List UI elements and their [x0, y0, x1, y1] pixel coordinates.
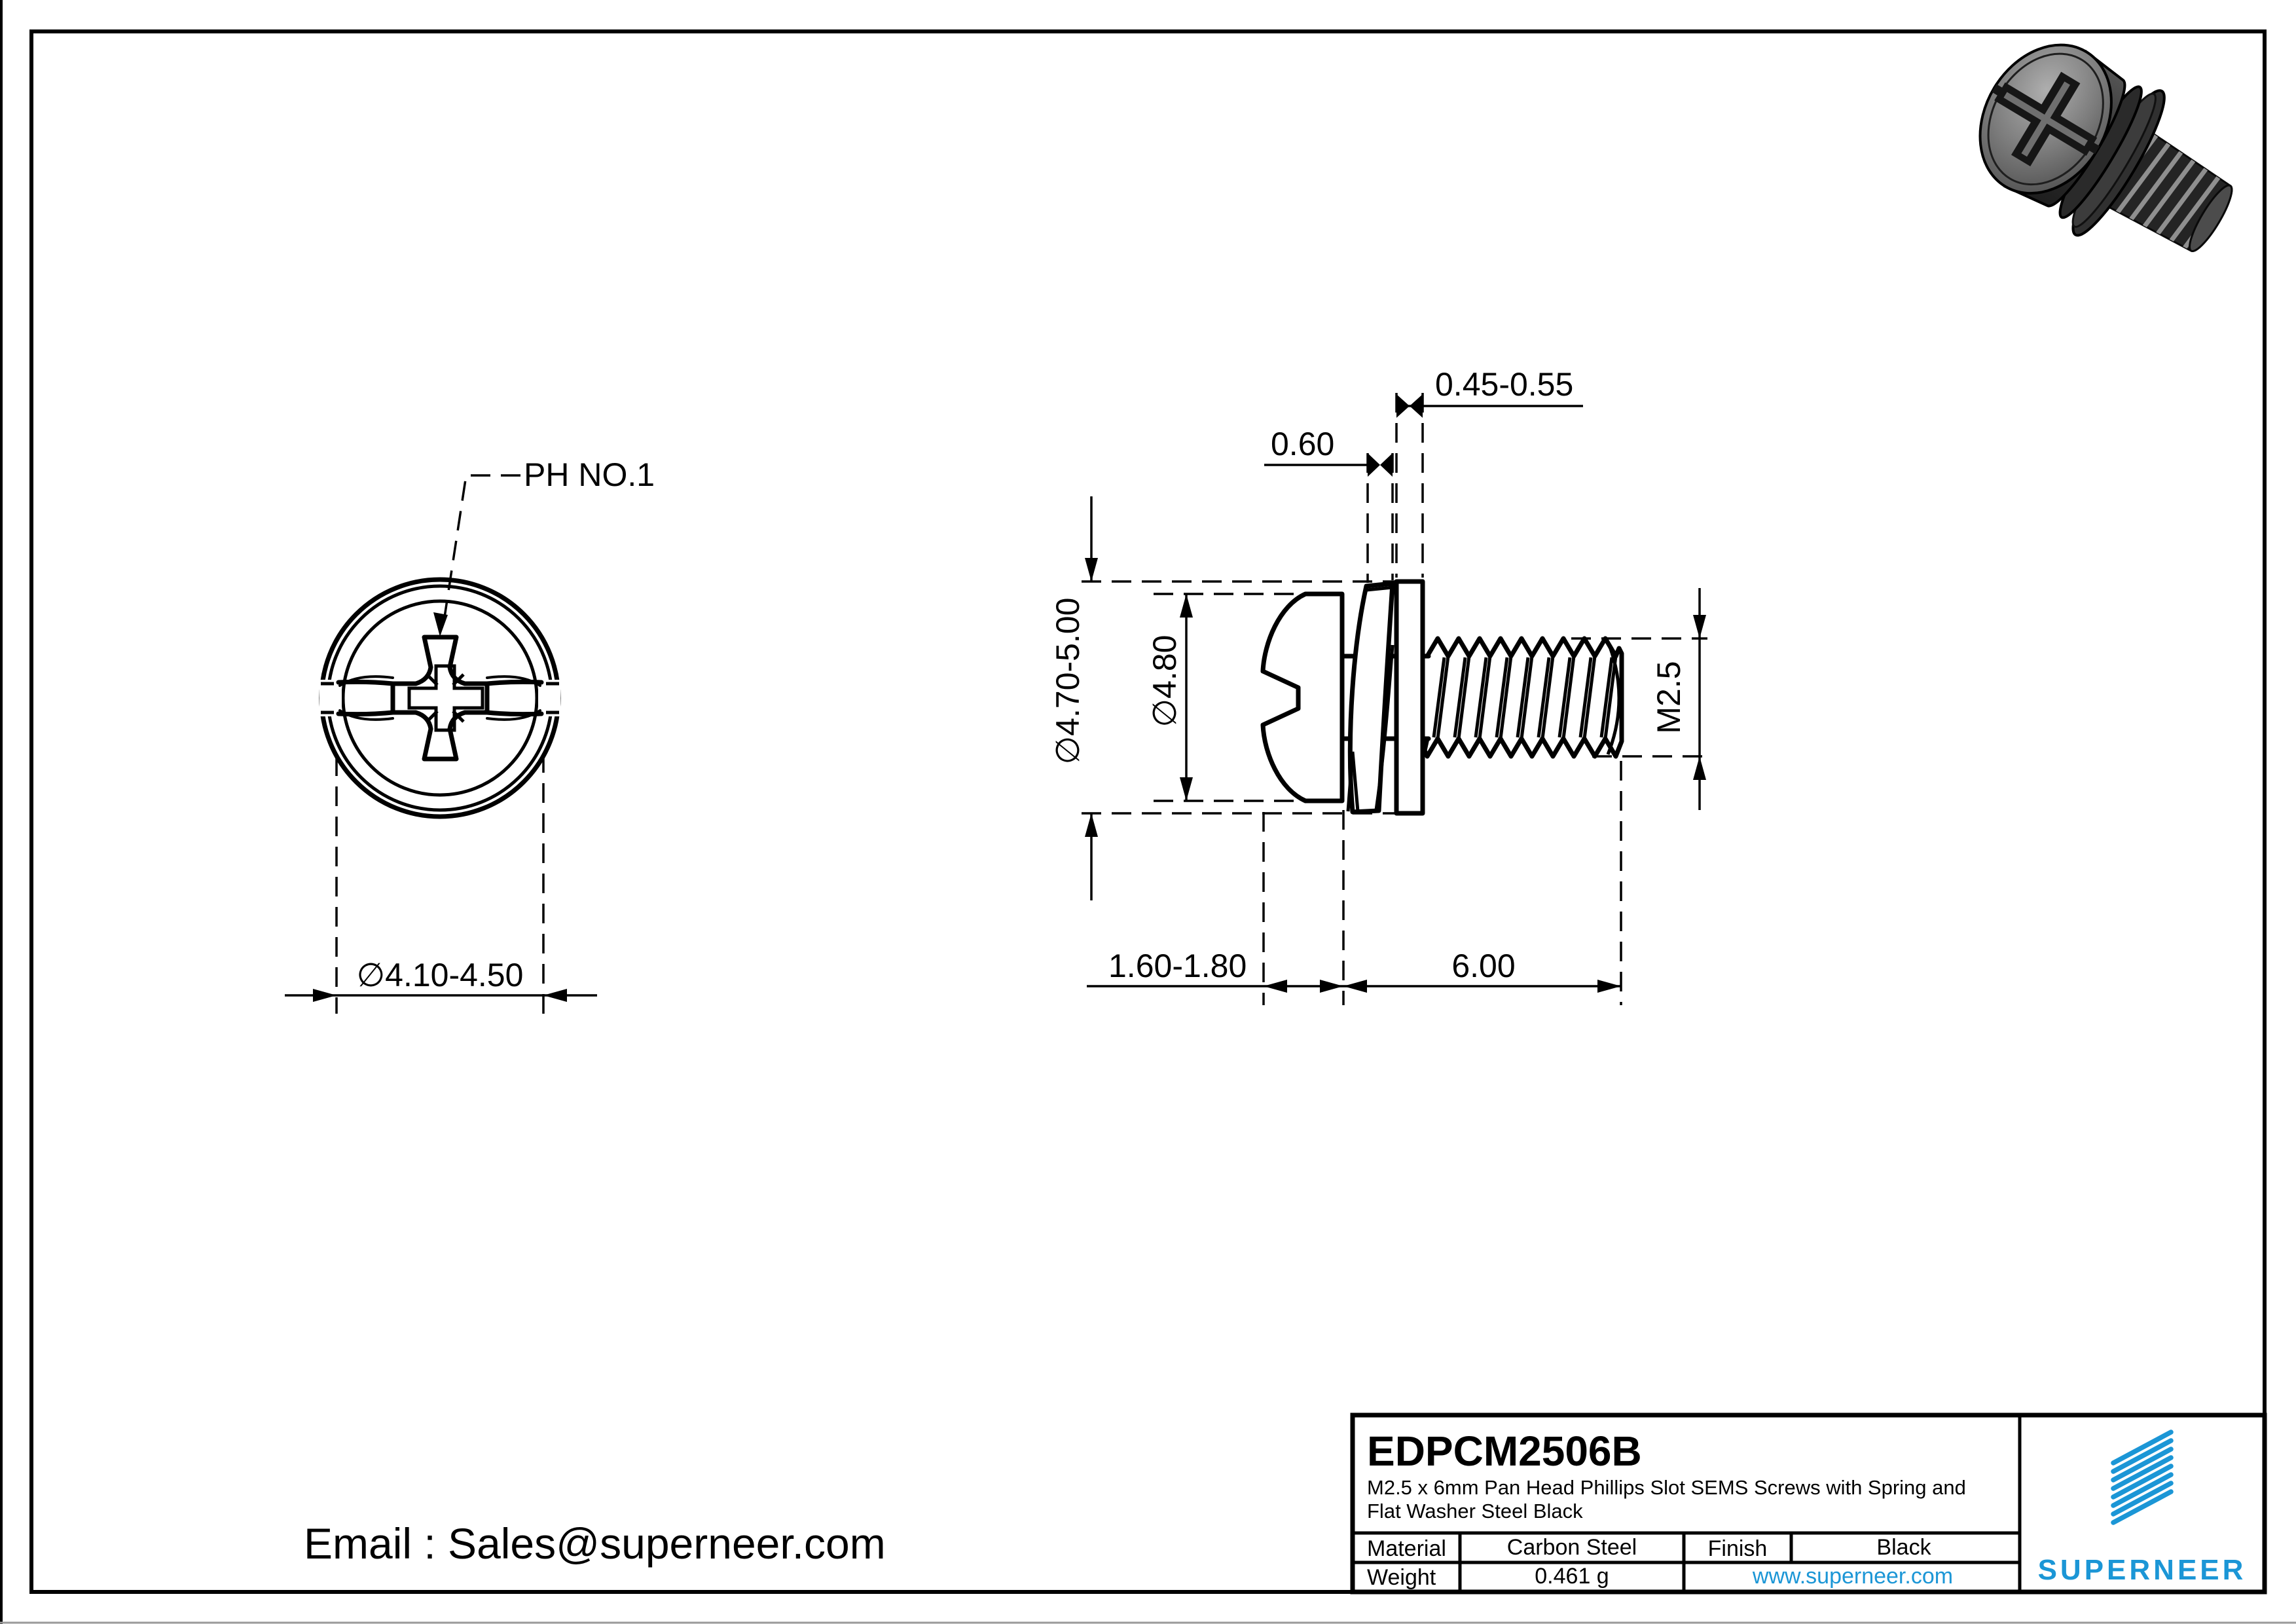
brand-logo: SUPERNEER	[2038, 1430, 2247, 1586]
thread-flanks	[1432, 655, 1618, 739]
side-view: 0.45-0.55 0.60 ∅4.70-5.00	[1049, 366, 1707, 1005]
thread-length-dimension: 6.00	[1343, 761, 1622, 1005]
front-diameter-label: ∅4.10-4.50	[357, 957, 524, 993]
sheet-inner-border	[29, 29, 2267, 1594]
weight-value: 0.461 g	[1535, 1564, 1609, 1589]
flat-washer-thickness-dimension: 0.45-0.55	[1395, 366, 1583, 578]
logo-stripes-icon	[2111, 1430, 2174, 1525]
finish-value: Black	[1876, 1535, 1931, 1560]
spring-washer-profile	[1346, 581, 1395, 815]
title-block: EDPCM2506B M2.5 x 6mm Pan Head Phillips …	[1350, 1412, 2267, 1595]
weight-label: Weight	[1367, 1565, 1436, 1590]
head-inner-circle	[341, 599, 539, 797]
description-line2: Flat Washer Steel Black	[1367, 1500, 1583, 1522]
material-label: Material	[1367, 1536, 1446, 1561]
spring-washer-thickness-dimension: 0.60	[1264, 426, 1394, 583]
thread-size-label: M2.5	[1650, 661, 1687, 733]
phillips-recess-inner	[407, 664, 484, 732]
thread-length-label: 6.00	[1451, 948, 1515, 984]
flat-washer-thickness-label: 0.45-0.55	[1435, 366, 1573, 403]
head-height-label: 1.60-1.80	[1108, 948, 1247, 984]
head-diameter-dimension: ∅4.70-5.00	[1049, 496, 1396, 900]
slot-rim-ticks	[321, 682, 559, 714]
description-line1: M2.5 x 6mm Pan Head Phillips Slot SEMS S…	[1367, 1476, 1966, 1499]
slot-break-right	[538, 680, 560, 716]
head-height-dimension: 1.60-1.80	[1087, 810, 1345, 1005]
head-diameter-label: ∅4.70-5.00	[1049, 598, 1086, 765]
drive-label: PH NO.1	[524, 456, 655, 493]
washer-diameter-label: ∅4.80	[1146, 635, 1183, 728]
part-number: EDPCM2506B	[1367, 1428, 1642, 1475]
contact-email: Email : Sales@superneer.com	[304, 1519, 886, 1568]
brand-name: SUPERNEER	[2038, 1554, 2247, 1586]
leader-arrowhead	[433, 612, 448, 637]
spring-washer-thickness-label: 0.60	[1271, 426, 1334, 462]
thread-tip-3d	[2189, 184, 2233, 253]
washer-diameter-dimension: ∅4.80	[1146, 593, 1303, 802]
slot-break-left	[319, 680, 342, 716]
thread-end-chamfer	[1606, 641, 1621, 755]
finish-label: Finish	[1708, 1536, 1768, 1561]
thread-size-dimension: M2.5	[1571, 588, 1707, 810]
front-view: PH NO.1 ∅4.10-4.50	[285, 456, 655, 1014]
website-link[interactable]: www.superneer.com	[1752, 1564, 1953, 1589]
flat-washer-profile	[1394, 579, 1425, 816]
phillips-corner-chamfers	[426, 673, 465, 723]
thread-profile-group	[1420, 636, 1624, 759]
pan-head-profile	[1260, 591, 1345, 803]
phillips-recess-outline	[390, 635, 490, 762]
front-diameter-dimension: ∅4.10-4.50	[285, 753, 597, 1014]
drive-leader	[433, 474, 520, 637]
slot-edges	[336, 675, 544, 721]
drive-recess-3d	[1992, 71, 2100, 167]
screw-3d-render	[1978, 43, 2238, 255]
material-value: Carbon Steel	[1507, 1535, 1637, 1560]
